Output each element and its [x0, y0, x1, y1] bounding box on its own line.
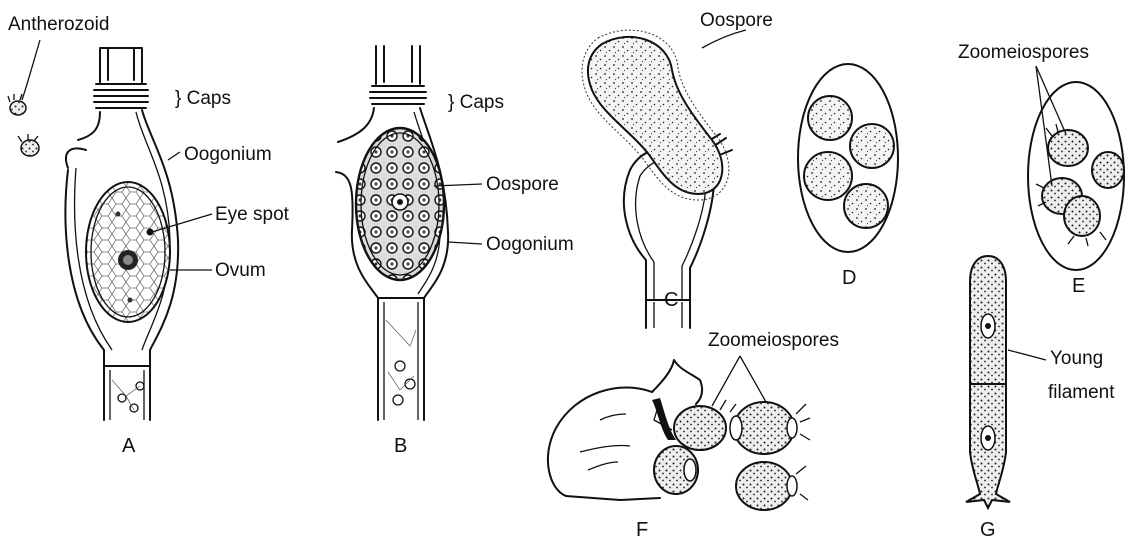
panel-c: Oospore C — [582, 10, 773, 328]
zoomeiospore-f-1 — [674, 406, 726, 450]
oospore-wall-f — [548, 388, 652, 497]
panel-f: Zoomeiospores F — [548, 330, 839, 541]
panel-d: D — [798, 64, 898, 289]
label-oospore-c: Oospore — [700, 10, 773, 31]
zoomeiospore-f-4 — [736, 462, 792, 510]
zoomeiospore-f-3 — [734, 402, 794, 454]
label-filament: filament — [1048, 382, 1115, 403]
panel-letter-g: G — [980, 519, 996, 541]
label-caps-a: } Caps — [175, 88, 231, 109]
label-oospore-b: Oospore — [486, 174, 559, 195]
oospore-c — [588, 37, 722, 194]
label-zoomeiospores-f: Zoomeiospores — [708, 330, 839, 351]
label-antherozoid: Antherozoid — [8, 14, 109, 35]
label-caps-b: } Caps — [448, 92, 504, 113]
panel-letter-c: C — [664, 289, 678, 311]
panel-a: Antherozoid } Caps Oogonium Eye spot Ovu… — [8, 14, 290, 457]
label-ovum: Ovum — [215, 260, 266, 281]
panel-letter-b: B — [394, 435, 407, 457]
caps-rings-a — [94, 84, 148, 108]
label-young: Young — [1050, 348, 1103, 369]
panel-letter-e: E — [1072, 275, 1085, 297]
panel-letter-a: A — [122, 435, 136, 457]
label-eye-spot: Eye spot — [215, 204, 290, 225]
antherozoid — [8, 94, 39, 156]
panel-b: } Caps Oospore Oogonium B — [336, 46, 574, 457]
panel-letter-f: F — [636, 519, 648, 541]
label-oogonium-b: Oogonium — [486, 234, 574, 255]
label-zoomeiospores-e: Zoomeiospores — [958, 42, 1089, 63]
panel-letter-d: D — [842, 267, 856, 289]
label-oogonium-a: Oogonium — [184, 144, 272, 165]
panel-g: Young filament G — [966, 256, 1115, 541]
caps-rings-b — [370, 86, 426, 104]
